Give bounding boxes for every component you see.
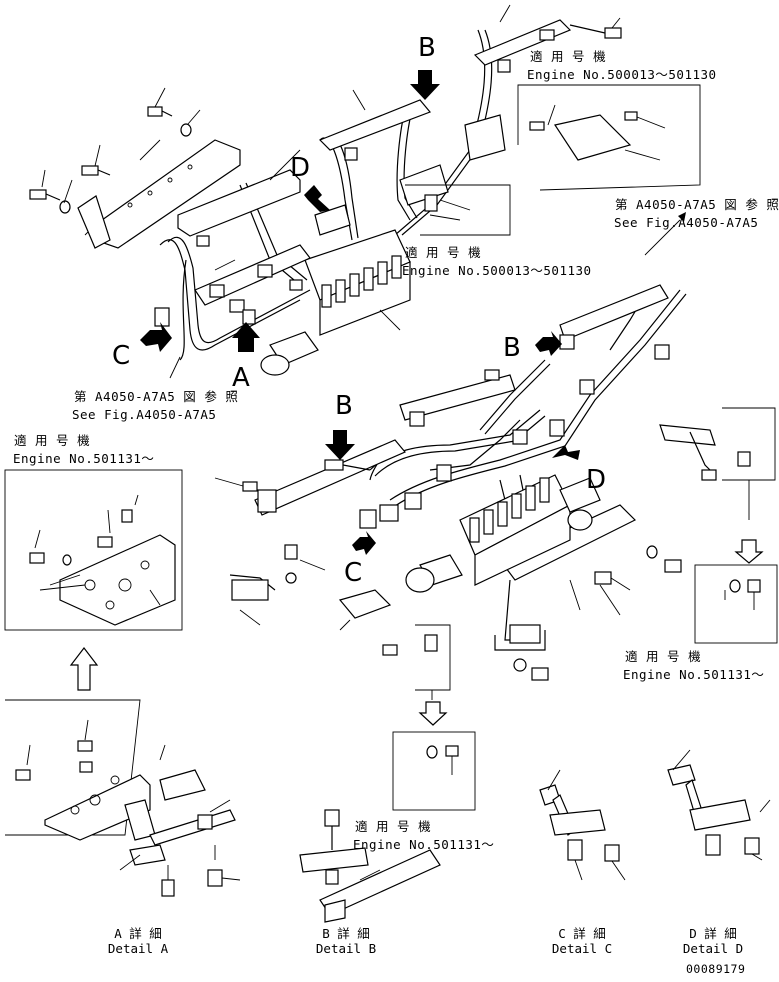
applicability-bottom-en: Engine No.501131～ <box>353 837 495 852</box>
upper-bolts-left <box>29 87 201 214</box>
lower-center-inset <box>392 624 476 811</box>
detail-d-caption: D 詳 細 Detail D <box>663 926 763 956</box>
lower-pipes <box>369 289 687 531</box>
detail-a-en: Detail A <box>107 941 169 956</box>
detail-a-drawing <box>5 699 241 897</box>
view-callout-b-top: B <box>418 33 436 63</box>
upper-applicability-inset <box>405 84 701 236</box>
applicability-top-en: Engine No.500013～501130 <box>527 67 717 82</box>
applicability-top-jp: 適 用 号 機 <box>530 49 607 64</box>
reference-lower-en: See Fig.A4050-A7A5 <box>72 407 217 422</box>
detail-a-jp: A 詳 細 <box>114 926 162 941</box>
upper-center-brackets <box>154 4 622 327</box>
detail-c-caption: C 詳 細 Detail C <box>532 926 632 956</box>
detail-b-jp: B 詳 細 <box>322 926 370 941</box>
view-callout-c-mid: C <box>344 558 363 588</box>
view-callout-c-top: C <box>112 341 131 371</box>
detail-c-jp: C 詳 細 <box>558 926 606 941</box>
detail-a-caption: A 詳 細 Detail A <box>88 926 188 956</box>
upper-view-arrows <box>140 70 686 379</box>
applicability-mid-en: Engine No.500013～501130 <box>402 263 592 278</box>
applicability-right-jp: 適 用 号 機 <box>625 649 702 664</box>
detail-b-drawing <box>299 809 441 923</box>
lower-brackets <box>229 284 670 651</box>
detail-d-jp: D 詳 細 <box>689 926 737 941</box>
lower-view-arrows <box>325 331 580 555</box>
reference-upper-en: See Fig.A4050-A7A5 <box>614 215 759 230</box>
detail-c-en: Detail C <box>551 941 613 956</box>
lower-right-inset <box>659 407 778 644</box>
reference-lower-jp: 第 A4050-A7A5 図 参 照 <box>74 389 239 404</box>
detail-d-drawing <box>667 749 771 861</box>
lower-bolts <box>214 469 717 681</box>
applicability-left-en: Engine No.501131～ <box>13 451 155 466</box>
drawing-number: 00089179 <box>686 962 746 976</box>
upper-left-bracket <box>77 139 241 249</box>
up-arrow-left <box>69 647 99 691</box>
applicability-mid-jp: 適 用 号 機 <box>405 245 482 260</box>
view-callout-b-mid-right: B <box>503 333 521 363</box>
lower-injection-pump <box>405 474 601 593</box>
detail-c-drawing <box>539 769 626 881</box>
applicability-left-jp: 適 用 号 機 <box>14 433 91 448</box>
view-callout-d-mid: D <box>586 465 607 495</box>
applicability-right-en: Engine No.501131～ <box>623 667 765 682</box>
detail-b-en: Detail B <box>315 941 377 956</box>
applicability-bottom-jp: 適 用 号 機 <box>355 819 432 834</box>
view-callout-b-mid: B <box>335 391 353 421</box>
detail-d-en: Detail D <box>682 941 744 956</box>
reference-upper-jp: 第 A4050-A7A5 図 参 照 <box>615 197 779 212</box>
left-applicability-inset <box>4 469 183 631</box>
view-callout-a-top: A <box>232 363 250 393</box>
upper-injection-pump <box>260 229 411 376</box>
detail-b-caption: B 詳 細 Detail B <box>296 926 396 956</box>
view-callout-d-top: D <box>290 153 311 183</box>
